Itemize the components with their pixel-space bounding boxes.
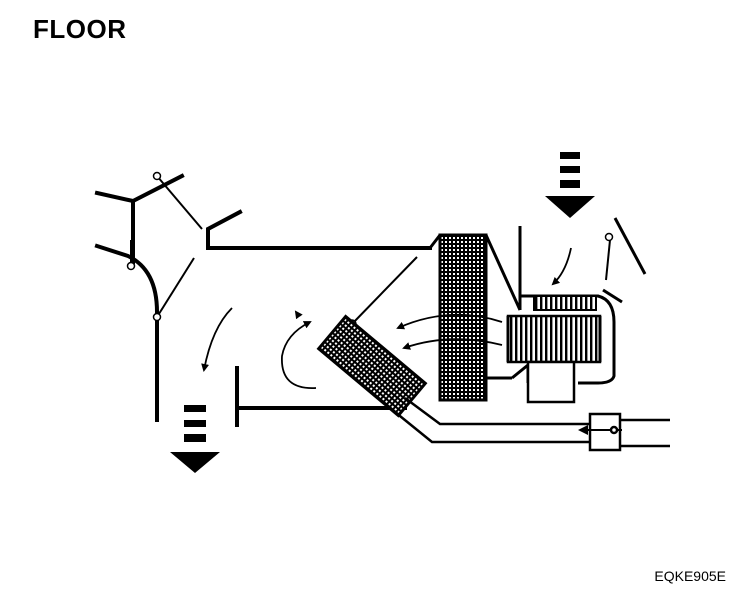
intake-door xyxy=(604,217,647,281)
airflow-intake-arrow xyxy=(551,247,572,286)
evaporator xyxy=(438,233,488,402)
intake-duct xyxy=(518,226,623,304)
outlet-duct xyxy=(94,173,432,427)
airflow-recirc-arrow xyxy=(281,321,317,389)
water-valve xyxy=(578,412,622,452)
airflow-recirc-tip xyxy=(294,310,303,320)
blower-case xyxy=(428,234,529,380)
airflow-upper-arrow xyxy=(396,313,503,330)
diagram-title: FLOOR xyxy=(33,14,127,44)
figure-code: EQKE905E xyxy=(654,568,726,584)
fresh-air-inlet-arrow xyxy=(545,152,595,218)
heater-core xyxy=(316,314,428,418)
air-mix-door xyxy=(347,256,418,329)
airflow-lower-arrow xyxy=(402,338,503,350)
blower-fan xyxy=(506,295,602,364)
airflow-arrows xyxy=(201,247,572,389)
airflow-floor-arrow xyxy=(201,307,233,372)
floor-outlet-arrow xyxy=(170,405,220,473)
mode-door-upper xyxy=(152,171,203,230)
blower-motor xyxy=(526,360,576,404)
heater-pipes xyxy=(394,396,670,448)
mode-door-lower xyxy=(126,240,195,322)
